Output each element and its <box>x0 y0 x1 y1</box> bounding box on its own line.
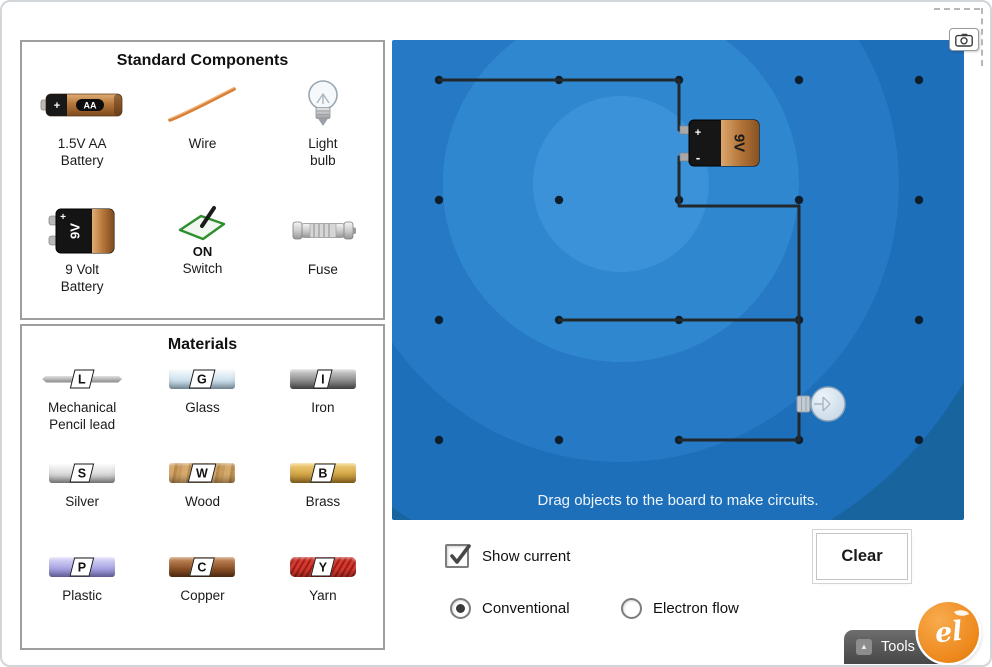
svg-text:+: + <box>54 100 60 112</box>
yarn-icon: Y <box>278 552 368 582</box>
switch-icon <box>176 200 228 246</box>
board-battery[interactable]: 9V + - <box>679 119 760 167</box>
copper-icon: C <box>157 552 247 582</box>
component-label: Light bulb <box>308 136 338 168</box>
wood-icon: W <box>157 458 247 488</box>
materials-panel: Materials L Mechanical Pencil lead G Gla… <box>20 324 385 650</box>
component-label: Fuse <box>307 262 338 277</box>
material-glass[interactable]: G Glass <box>142 364 262 458</box>
tools-label: Tools <box>881 639 915 655</box>
radio-electron-flow[interactable] <box>621 598 642 619</box>
material-label: Brass <box>305 494 341 509</box>
component-label: Switch <box>182 261 223 276</box>
svg-text:+: + <box>60 212 66 223</box>
component-label: 1.5V AA Battery <box>57 136 107 168</box>
svg-text:9V: 9V <box>731 134 748 152</box>
material-label: Yarn <box>309 588 337 603</box>
component-fuse[interactable]: Fuse <box>263 200 383 318</box>
iron-icon: I <box>278 364 368 394</box>
material-label: Silver <box>65 494 100 509</box>
svg-text:9V: 9V <box>68 223 83 239</box>
material-label: Mechanical Pencil lead <box>48 400 117 432</box>
camera-screenshot-button[interactable] <box>949 28 979 51</box>
conventional-option: Conventional <box>450 598 570 619</box>
material-silver[interactable]: S Silver <box>22 458 142 552</box>
component-9v-battery[interactable]: 9V + 9 Volt Battery <box>22 200 142 318</box>
board-hint-text: Drag objects to the board to make circui… <box>537 492 819 509</box>
component-switch[interactable]: ON Switch <box>142 200 262 318</box>
material-label: Glass <box>185 400 220 415</box>
brass-icon: B <box>278 458 368 488</box>
material-plastic[interactable]: P Plastic <box>22 552 142 646</box>
component-light-bulb[interactable]: Light bulb <box>263 74 383 200</box>
material-label: Iron <box>311 400 335 415</box>
wire-icon <box>164 74 240 136</box>
silver-icon: S <box>37 458 127 488</box>
standard-components-panel: Standard Components + AA <box>20 40 385 320</box>
circuit-board[interactable]: 9V + - Drag objects to the board to make… <box>392 40 964 520</box>
camera-icon <box>955 33 973 47</box>
pencil-lead-icon: L <box>37 364 127 394</box>
clear-button[interactable]: Clear <box>816 533 908 580</box>
electron-flow-label: Electron flow <box>653 600 739 617</box>
materials-grid: L Mechanical Pencil lead G Glass I Iron <box>22 364 383 646</box>
component-aa-battery[interactable]: + AA 1.5V AA Battery <box>22 74 142 200</box>
letter-tag: B <box>309 463 336 483</box>
board-light-bulb[interactable] <box>796 386 846 422</box>
expand-up-icon <box>856 639 872 655</box>
show-current-label: Show current <box>482 547 571 565</box>
show-current-row: Show current <box>445 544 570 568</box>
radio-selected-dot <box>456 604 465 613</box>
material-copper[interactable]: C Copper <box>142 552 262 646</box>
logo-text: el <box>933 615 964 650</box>
svg-text:-: - <box>696 150 700 165</box>
fuse-icon <box>289 200 357 262</box>
material-label: Copper <box>180 588 225 603</box>
component-wire[interactable]: Wire <box>142 74 262 200</box>
show-current-checkbox[interactable] <box>445 544 471 568</box>
material-brass[interactable]: B Brass <box>263 458 383 552</box>
light-bulb-icon <box>303 74 343 136</box>
peg-grid <box>434 75 924 445</box>
aa-battery-icon: + AA <box>40 74 124 136</box>
material-wood[interactable]: W Wood <box>142 458 262 552</box>
components-grid: + AA 1.5V AA Battery Wire <box>22 74 383 318</box>
svg-text:+: + <box>695 127 701 139</box>
explorelearning-logo[interactable]: el <box>918 602 979 663</box>
letter-tag: L <box>69 369 95 389</box>
capture-dash-vertical <box>981 8 983 66</box>
circuit-svg: 9V + - <box>434 75 924 445</box>
material-iron[interactable]: I Iron <box>263 364 383 458</box>
capture-dash-horizontal <box>934 8 980 10</box>
nine-volt-battery-icon: 9V + <box>48 200 116 262</box>
plastic-icon: P <box>37 552 127 582</box>
component-label: 9 Volt Battery <box>60 262 104 294</box>
electron-flow-option: Electron flow <box>621 598 739 619</box>
svg-text:AA: AA <box>84 101 97 111</box>
materials-title: Materials <box>167 336 238 353</box>
material-label: Wood <box>184 494 220 509</box>
material-label: Plastic <box>62 588 103 603</box>
conventional-label: Conventional <box>482 600 570 617</box>
check-icon <box>450 544 471 564</box>
material-pencil-lead[interactable]: L Mechanical Pencil lead <box>22 364 142 458</box>
material-yarn[interactable]: Y Yarn <box>263 552 383 646</box>
standard-components-title: Standard Components <box>116 52 289 69</box>
component-label: Wire <box>188 136 217 151</box>
switch-state: ON <box>192 244 213 259</box>
glass-icon: G <box>157 364 247 394</box>
radio-conventional[interactable] <box>450 598 471 619</box>
